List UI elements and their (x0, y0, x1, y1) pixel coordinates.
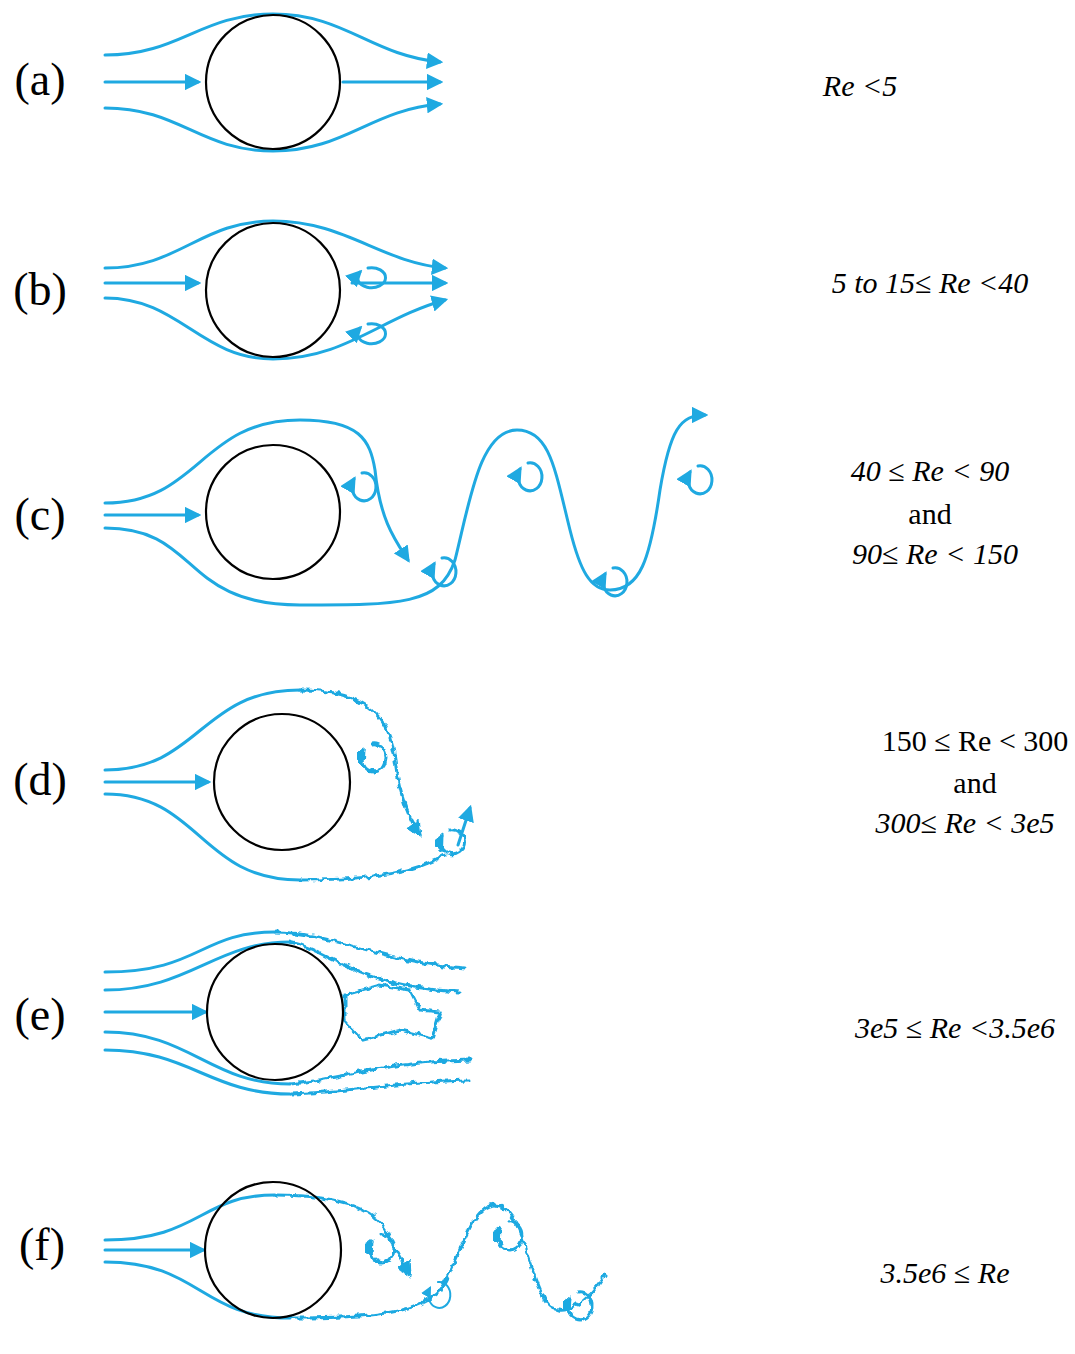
streamline (105, 781, 208, 784)
panel-letter: (d) (13, 755, 67, 806)
streamline (343, 81, 440, 84)
streamline (105, 104, 440, 151)
cylinder (207, 944, 343, 1080)
eddy (428, 1282, 450, 1308)
panel-letter: (a) (14, 55, 65, 106)
conjunction: and (908, 497, 951, 530)
eddy (688, 466, 712, 494)
eddy (358, 268, 386, 288)
panel-letter: (e) (14, 990, 65, 1041)
streamline (458, 808, 470, 845)
cylinder (206, 223, 340, 357)
cylinder (206, 15, 340, 149)
streamline (105, 1032, 290, 1084)
streamline (105, 690, 300, 770)
streamline (105, 942, 290, 990)
turbulent-wake (345, 985, 440, 1040)
turbulent-streamline (275, 1195, 410, 1275)
reynolds-range: Re <5 (823, 69, 897, 102)
streamline (105, 298, 445, 359)
reynolds-range: 300≤ Re < 3e5 (875, 806, 1054, 839)
panel-letter: (f) (19, 1220, 65, 1271)
streamline (105, 420, 408, 560)
streamline (105, 1249, 203, 1252)
vortex-street (105, 415, 705, 605)
reynolds-range: 3.5e6 ≤ Re (881, 1256, 1010, 1289)
cylinder (205, 1182, 341, 1318)
eddy (518, 463, 542, 491)
turbulent-streamline (300, 690, 420, 835)
streamline (105, 14, 440, 62)
eddy (432, 558, 456, 586)
cylinder (214, 714, 350, 850)
streamline (352, 282, 445, 285)
streamline (105, 81, 198, 84)
panel-letter: (c) (14, 490, 65, 541)
eddy (568, 1292, 592, 1320)
streamlines (105, 14, 712, 1320)
eddy (358, 324, 386, 344)
reynolds-range: 150 ≤ Re < 300 (882, 724, 1069, 757)
streamline (105, 1011, 205, 1014)
reynolds-range: 40 ≤ Re < 90 (851, 454, 1009, 487)
streamline (105, 282, 198, 285)
streamline (105, 1195, 275, 1240)
streamline (105, 932, 275, 972)
streamline (105, 794, 300, 880)
reynolds-range: 5 to 15≤ Re <40 (832, 266, 1029, 299)
panel-letter: (b) (13, 265, 67, 316)
cylinder (206, 445, 340, 579)
streamline (105, 1050, 290, 1094)
eddy (362, 744, 386, 772)
eddy (498, 1222, 522, 1250)
eddy (352, 473, 376, 501)
streamline (105, 221, 445, 268)
eddy (370, 1235, 394, 1263)
vortex-street (290, 1205, 605, 1318)
turbulent-streamline (290, 942, 460, 992)
reynolds-range: 3e5 ≤ Re <3.5e6 (855, 1011, 1055, 1044)
turbulent-wake (345, 1045, 468, 1048)
conjunction: and (953, 766, 996, 799)
turbulent-streamline (300, 855, 445, 880)
eddy (603, 568, 627, 596)
streamline (105, 514, 198, 517)
cylinders (205, 15, 350, 1318)
turbulent-streamline (290, 1080, 470, 1094)
reynolds-range: 90≤ Re < 150 (852, 537, 1018, 570)
streamline (105, 1262, 290, 1318)
